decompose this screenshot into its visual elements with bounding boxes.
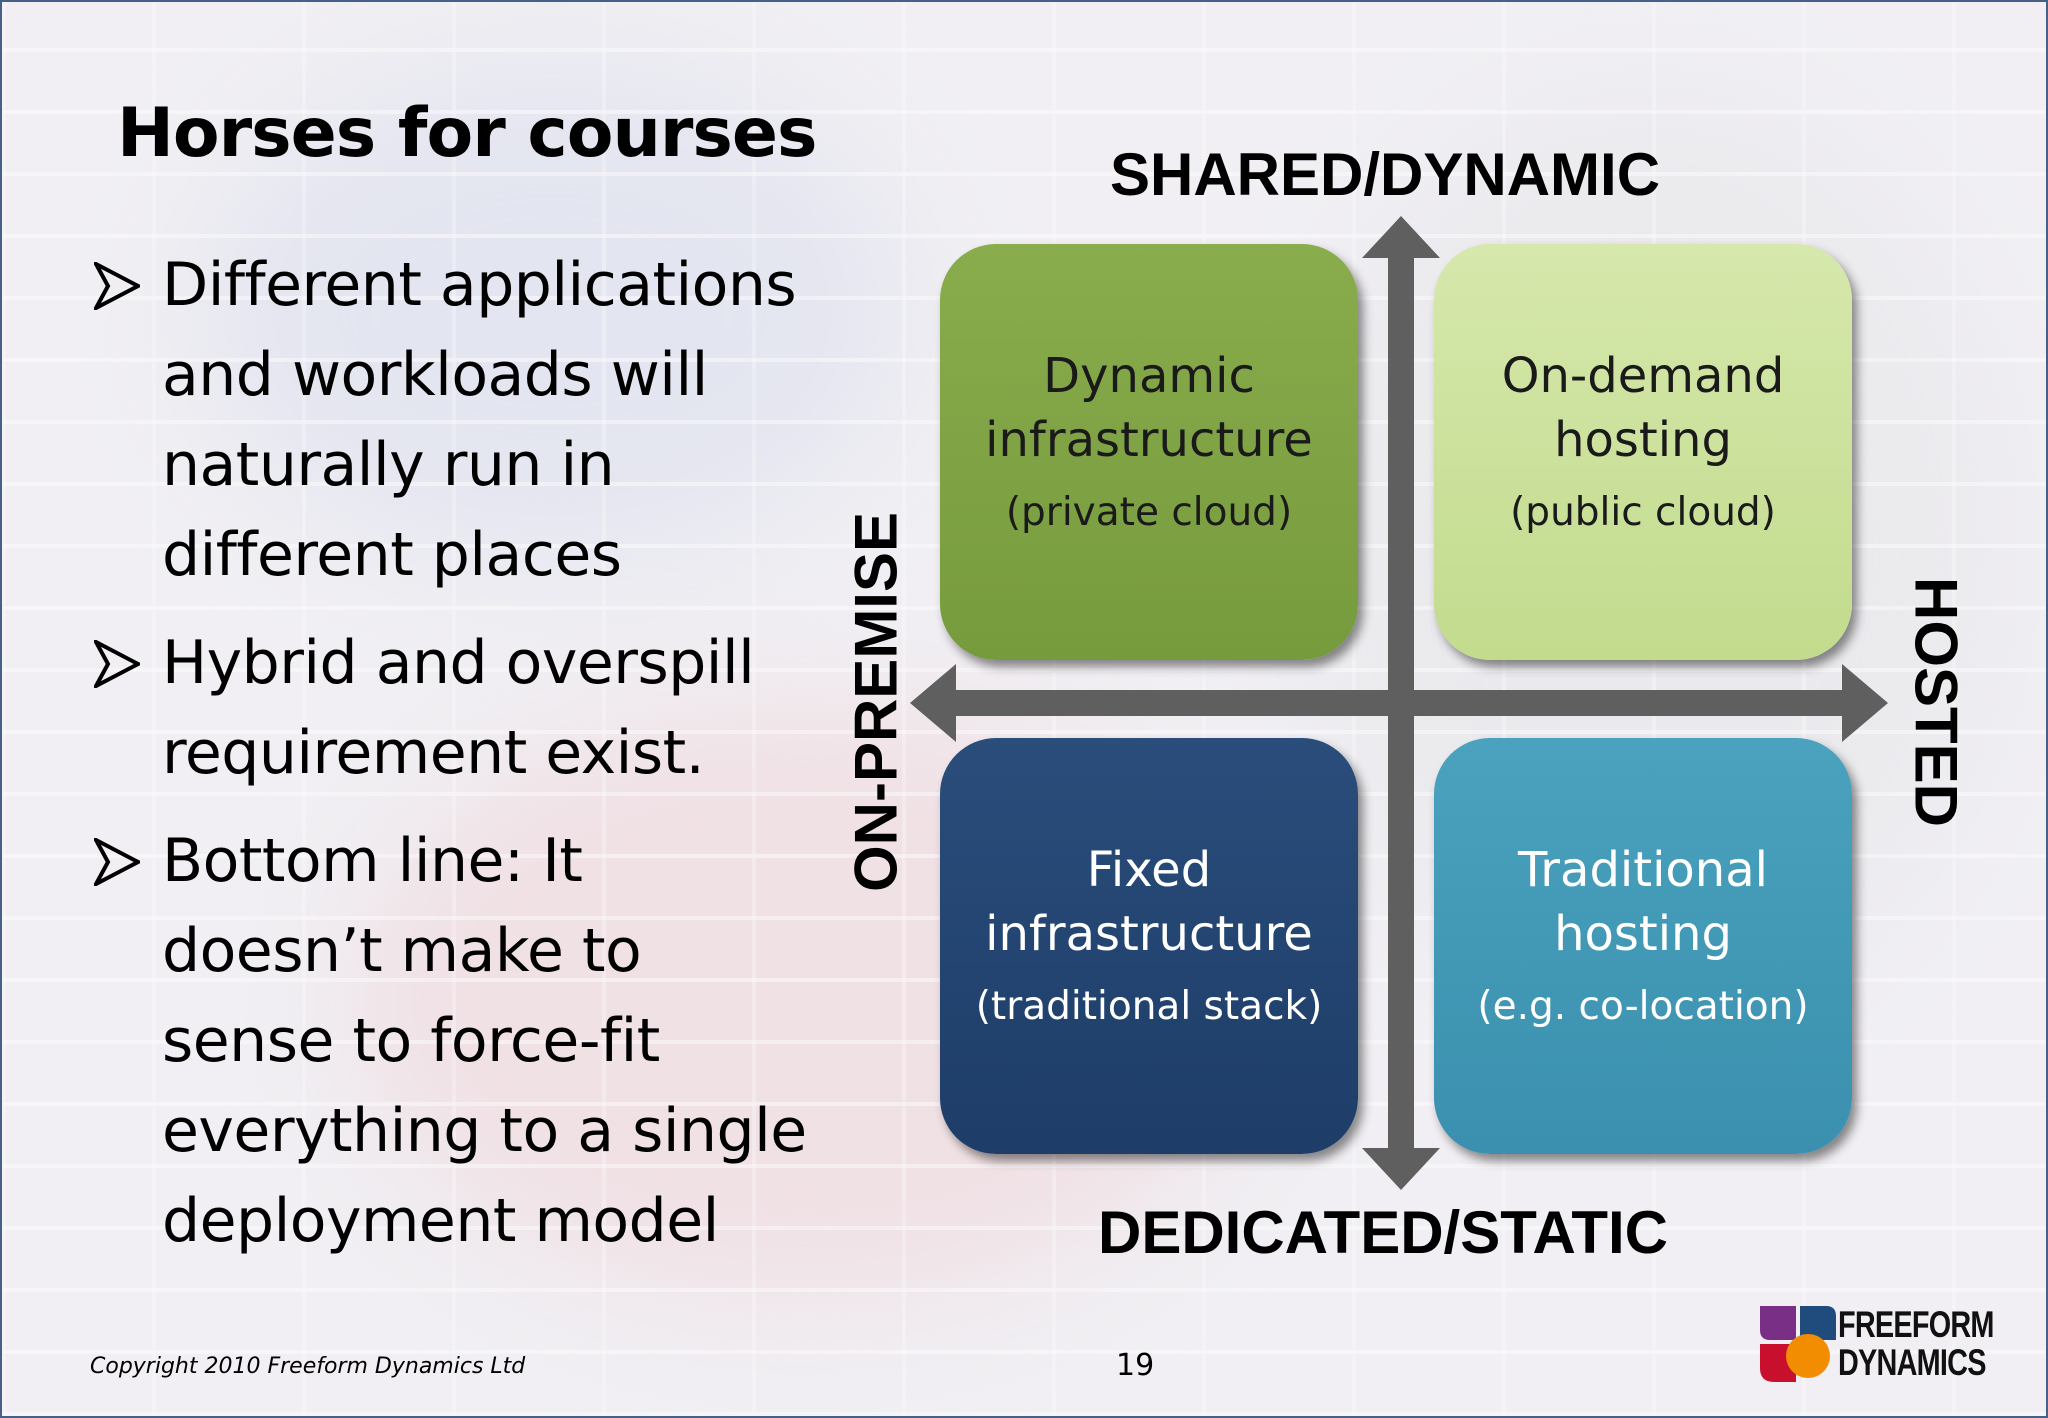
axis-arrows (910, 216, 1888, 1190)
freeform-dynamics-logo: FREEFORM DYNAMICS (1760, 1306, 2004, 1382)
quadrant-title-line: Dynamic (1043, 348, 1255, 404)
quadrant-subtitle: (private cloud) (1005, 490, 1293, 535)
quadrant-title-line: On-demand (1501, 348, 1785, 404)
logo-text: FREEFORM DYNAMICS (1838, 1306, 1994, 1382)
quadrant-subtitle: (traditional stack) (975, 984, 1323, 1029)
bullet-text: Different applications and workloads wil… (162, 250, 797, 590)
quadrant-title-line: Fixed (1086, 842, 1212, 898)
slide-title: Horses for courses (117, 94, 817, 173)
quadrant-public-cloud: On-demand hosting (public cloud) (1434, 244, 1852, 660)
up-arrow-head-icon (1362, 216, 1440, 258)
left-arrow-head-icon (910, 664, 956, 742)
axis-label-bottom: DEDICATED/STATIC (1098, 1199, 1668, 1266)
quadrant-title-line: Traditional (1518, 842, 1768, 898)
quadrant-subtitle: (public cloud) (1510, 490, 1776, 535)
axis-label-left: ON-PREMISE (842, 511, 910, 893)
bullet-item: Hybrid and overspill requirement exist. (94, 618, 814, 798)
bullet-text: Hybrid and overspill requirement exist. (162, 628, 755, 788)
logo-mark-icon (1760, 1306, 1836, 1382)
axis-label-right: HOSTED (1902, 576, 1970, 828)
bullet-item: Bottom line: It doesn’t make to sense to… (94, 816, 814, 1266)
quadrant-title-line: hosting (1554, 412, 1732, 468)
quadrant-title-line: infrastructure (985, 412, 1313, 468)
quadrant-subtitle: (e.g. co-location) (1477, 984, 1809, 1029)
page-number: 19 (1116, 1348, 1155, 1383)
arrowhead-bullet-icon (94, 838, 140, 886)
down-arrow-head-icon (1362, 1148, 1440, 1190)
right-arrow-head-icon (1842, 664, 1888, 742)
arrowhead-bullet-icon (94, 262, 140, 310)
quadrant-title-line: hosting (1554, 906, 1732, 962)
bullet-text: Bottom line: It doesn’t make to sense to… (162, 826, 807, 1256)
copyright-text: Copyright 2010 Freeform Dynamics Ltd (90, 1354, 526, 1379)
axis-label-top: SHARED/DYNAMIC (1110, 141, 1661, 208)
logo-line: FREEFORM (1838, 1304, 1994, 1345)
logo-line: DYNAMICS (1838, 1342, 1986, 1383)
quadrant-traditional-stack: Fixed infrastructure (traditional stack) (940, 738, 1358, 1154)
bullet-list: Different applications and workloads wil… (94, 240, 814, 1284)
arrowhead-bullet-icon (94, 640, 140, 688)
horizontal-axis-line (952, 690, 1848, 716)
bullet-item: Different applications and workloads wil… (94, 240, 814, 600)
quadrant-title-line: infrastructure (985, 906, 1313, 962)
quadrant-co-location: Traditional hosting (e.g. co-location) (1434, 738, 1852, 1154)
quadrant-private-cloud: Dynamic infrastructure (private cloud) (940, 244, 1358, 660)
